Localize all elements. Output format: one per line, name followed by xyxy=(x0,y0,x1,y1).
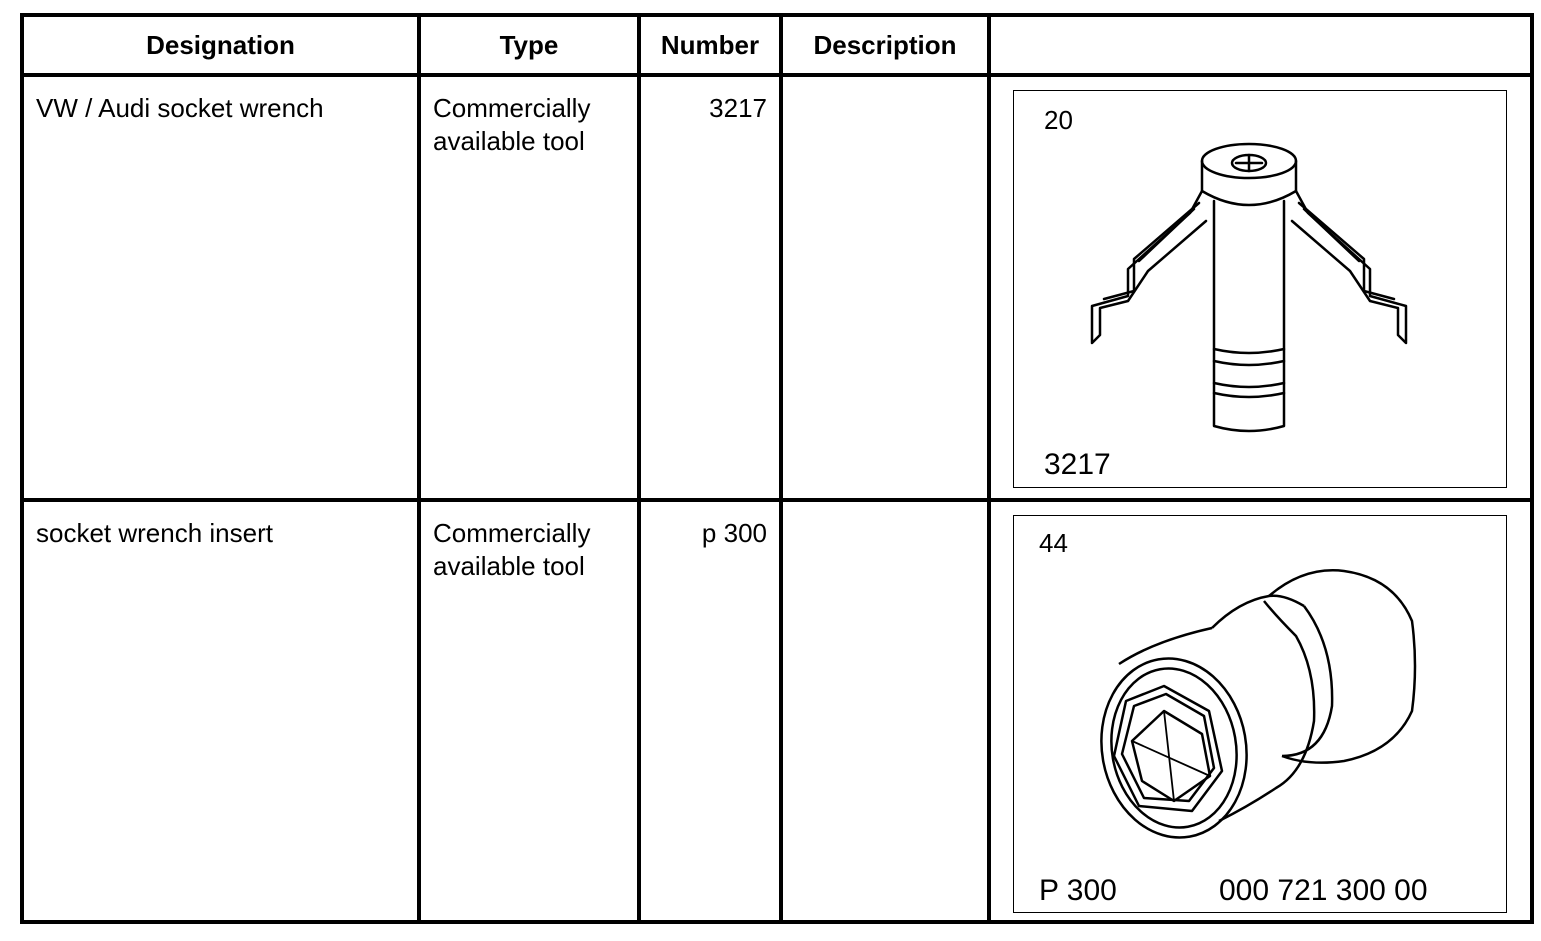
designation-text: socket wrench insert xyxy=(36,518,273,548)
image-label-top: 20 xyxy=(1044,105,1073,135)
image-label-bottom: P 300 xyxy=(1039,874,1117,907)
image-cell: 20 3217 xyxy=(987,73,1534,502)
socket-wrench-3217-icon: 20 3217 xyxy=(1044,105,1408,481)
designation-cell: VW / Audi socket wrench xyxy=(20,73,421,502)
tool-image-frame: 44 P 300 000 721 300 00 xyxy=(1013,515,1507,913)
designation-text: VW / Audi socket wrench xyxy=(36,93,324,123)
description-cell xyxy=(779,73,991,502)
number-cell: p 300 xyxy=(637,498,783,924)
designation-cell: socket wrench insert xyxy=(20,498,421,924)
header-type: Type xyxy=(417,13,641,77)
tool-image-frame: 20 3217 xyxy=(1013,90,1507,488)
type-cell: Commercially available tool xyxy=(417,73,641,502)
header-row: Designation Type Number Description xyxy=(20,13,1534,77)
special-tools-table: Designation Type Number Description VW /… xyxy=(20,13,1534,924)
image-label-top: 44 xyxy=(1039,528,1068,558)
description-text xyxy=(783,77,987,92)
type-text: Commercially available tool xyxy=(433,93,591,156)
part-number-label: 000 721 300 00 xyxy=(1219,874,1428,907)
image-label-bottom: 3217 xyxy=(1044,448,1111,481)
header-designation: Designation xyxy=(20,13,421,77)
table-row: socket wrench insert Commercially availa… xyxy=(20,498,1534,924)
socket-insert-icon: 44 P 300 000 721 300 00 xyxy=(1039,528,1428,907)
type-cell: Commercially available tool xyxy=(417,498,641,924)
description-text xyxy=(783,502,987,517)
type-text: Commercially available tool xyxy=(433,518,591,581)
image-cell: 44 P 300 000 721 300 00 xyxy=(987,498,1534,924)
description-cell xyxy=(779,498,991,924)
number-text: 3217 xyxy=(709,93,767,123)
number-text: p 300 xyxy=(701,518,767,548)
header-description: Description xyxy=(779,13,991,77)
header-image xyxy=(987,13,1534,77)
header-number: Number xyxy=(637,13,783,77)
table-row: VW / Audi socket wrench Commercially ava… xyxy=(20,73,1534,502)
number-cell: 3217 xyxy=(637,73,783,502)
